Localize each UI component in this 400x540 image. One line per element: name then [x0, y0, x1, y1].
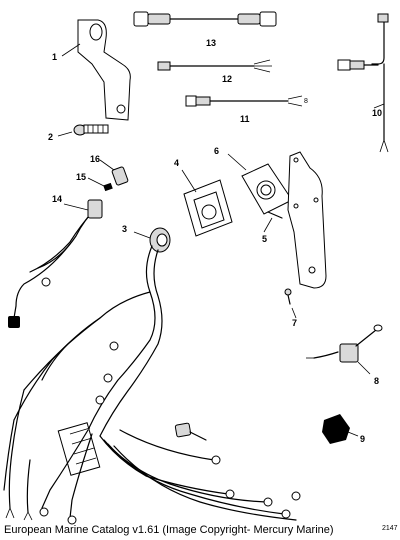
callout-8: 8 [374, 376, 379, 386]
part-1-bracket [61, 19, 131, 121]
part-9-module [322, 414, 359, 444]
part-4-gasket [181, 169, 233, 237]
callout-10: 10 [372, 108, 382, 118]
callout-8-small: 8 [304, 98, 308, 105]
part-16-connector [99, 159, 129, 186]
callout-3: 3 [122, 224, 127, 234]
copyright-caption: European Marine Catalog v1.61 (Image Cop… [4, 524, 334, 536]
callout-2: 2 [48, 132, 53, 142]
callout-6: 6 [214, 146, 219, 156]
part-8-sensor [306, 324, 383, 375]
callout-13: 13 [206, 38, 216, 48]
callout-1: 1 [52, 52, 57, 62]
part-5-screw [263, 211, 283, 233]
part-12-cable [157, 59, 272, 73]
callout-15: 15 [76, 172, 86, 182]
part-11-cable [185, 95, 303, 107]
mounting-bracket-large [287, 151, 327, 289]
callout-9: 9 [360, 434, 365, 444]
figure-part-code: 2147 [382, 525, 398, 532]
callout-7: 7 [292, 318, 297, 328]
part-2-bolt [57, 124, 109, 137]
part-13-harness [133, 11, 277, 27]
part-14-harness [8, 199, 103, 328]
callout-14: 14 [52, 194, 62, 204]
part-3-main-harness [3, 227, 301, 525]
callout-11: 11 [240, 114, 250, 124]
part-15-clip [87, 177, 113, 192]
callout-16: 16 [90, 154, 100, 164]
callout-5: 5 [262, 234, 267, 244]
part-6-plate [227, 153, 293, 215]
part-10-y-harness [337, 13, 389, 153]
callout-4: 4 [174, 158, 179, 168]
part-7-screw [284, 288, 297, 319]
callout-12: 12 [222, 74, 232, 84]
